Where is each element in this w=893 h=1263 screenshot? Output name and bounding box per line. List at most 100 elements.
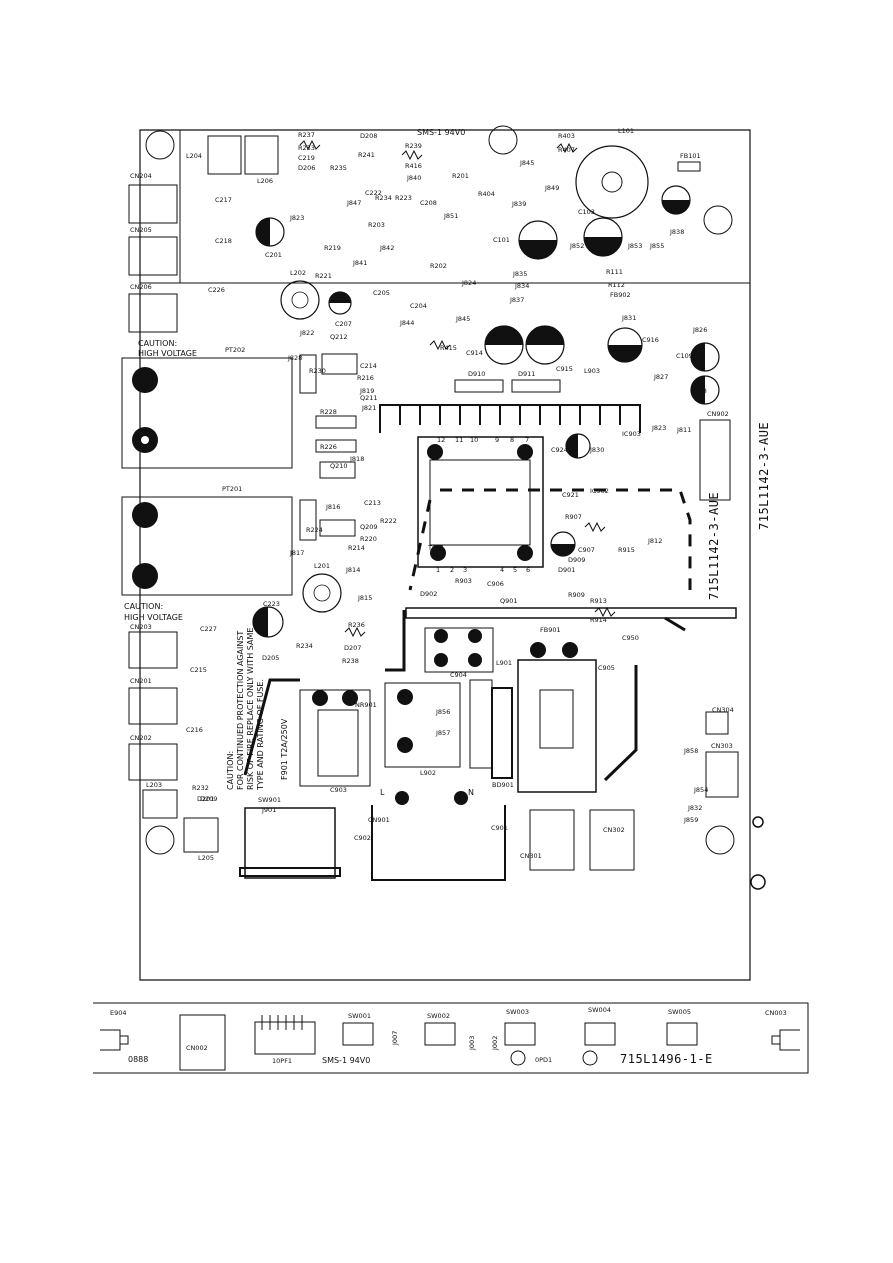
refdes-label: R404	[478, 190, 495, 198]
refdes-label: CN303	[711, 742, 733, 750]
connector-cn302	[589, 809, 635, 871]
refdes-label: C207	[335, 320, 352, 328]
connector-cn204	[128, 184, 178, 224]
refdes-label: R239	[405, 142, 422, 150]
refdes-label: IC903	[622, 430, 641, 438]
refdes-label: D206	[298, 164, 315, 172]
refdes-label: CN902	[707, 410, 729, 418]
refdes-label: J824	[461, 279, 476, 287]
ac-label-n: N	[468, 788, 474, 797]
keyboard-label: E904	[110, 1009, 127, 1017]
refdes-label: C216	[186, 726, 203, 734]
caution-label: CAUTION:	[124, 602, 163, 611]
caution-label: HIGH VOLTAGE	[124, 613, 183, 622]
refdes-label: C903	[330, 786, 347, 794]
refdes-label: R219	[324, 244, 341, 252]
refdes-label: SW901	[258, 796, 281, 804]
refdes-label: BD901	[492, 781, 514, 789]
keyboard-label: CN003	[765, 1009, 787, 1017]
refdes-label: C108	[690, 387, 707, 395]
refdes-label: IC902	[590, 487, 609, 495]
refdes-label: C924	[551, 446, 568, 454]
refdes-label: D209	[200, 795, 217, 803]
connector-cn202	[128, 743, 178, 781]
refdes-label: D208	[360, 132, 377, 140]
refdes-label: PT202	[225, 346, 245, 354]
refdes-label: J859	[683, 816, 698, 824]
connector-cn902	[699, 419, 731, 501]
refdes-label: J819	[359, 387, 374, 395]
refdes-label: C906	[487, 580, 504, 588]
refdes-label: J855	[649, 242, 664, 250]
refdes-label: R230	[309, 367, 326, 375]
refdes-label: C215	[190, 666, 207, 674]
caution-fuse: TYPE AND RATING OF FUSE.	[256, 679, 265, 791]
refdes-label: C915	[556, 365, 573, 373]
ac-label-l: L	[380, 788, 385, 797]
led	[510, 1050, 526, 1066]
capacitor-c924	[565, 433, 591, 459]
refdes-label: R238	[342, 657, 359, 665]
refdes-label: J823	[289, 214, 304, 222]
refdes-label: C950	[622, 634, 639, 642]
pin-label: 5	[513, 566, 517, 574]
refdes-label: FB101	[680, 152, 701, 160]
refdes-label: J821	[361, 404, 376, 412]
refdes-label: L204	[186, 152, 202, 160]
refdes-label: CN301	[520, 852, 542, 860]
choke-l901	[424, 627, 494, 673]
refdes-label: C219	[298, 154, 315, 162]
refdes-label: J818	[349, 455, 364, 463]
part-number: 715L1142-3-AUE	[757, 422, 771, 530]
refdes-label: J815	[357, 594, 372, 602]
refdes-label: CN304	[712, 706, 734, 714]
caution-label: HIGH VOLTAGE	[138, 349, 197, 358]
pin-label: 4	[500, 566, 504, 574]
refdes-label: R236	[348, 621, 365, 629]
refdes-label: D911	[518, 370, 535, 378]
keyboard-label: SW002	[427, 1012, 450, 1020]
refdes-label: CN203	[130, 623, 152, 631]
refdes-label: R232	[192, 784, 209, 792]
capacitor-cap-top-right	[661, 185, 691, 215]
refdes-label: J811	[676, 426, 691, 434]
connector-cn901	[371, 791, 506, 881]
mounting-hole	[582, 1050, 598, 1066]
mounting-hole	[488, 125, 518, 155]
key-switch-sw004	[584, 1022, 616, 1046]
refdes-label: R416	[405, 162, 422, 170]
refdes-label: J858	[683, 747, 698, 755]
refdes-label: J812	[647, 537, 662, 545]
refdes-label: D902	[420, 590, 437, 598]
refdes-label: R235	[330, 164, 347, 172]
main-board	[121, 125, 766, 981]
switch-sw901	[244, 807, 336, 879]
refdes-label: J841	[352, 259, 367, 267]
refdes-label: J849	[544, 184, 559, 192]
refdes-label: R903	[455, 577, 472, 585]
refdes-label: J826	[692, 326, 707, 334]
capacitor-c907	[550, 531, 576, 557]
refdes-label: R202	[430, 262, 447, 270]
capacitor-c914	[484, 325, 524, 365]
refdes-label: C907	[578, 546, 595, 554]
refdes-label: C208	[420, 199, 437, 207]
refdes-label: C205	[373, 289, 390, 297]
keyboard-label: SW004	[588, 1006, 611, 1014]
refdes-label: CN202	[130, 734, 152, 742]
refdes-label: C201	[265, 251, 282, 259]
inductor-l101	[575, 145, 649, 219]
connector-cn304	[705, 711, 729, 735]
transformer-pt202	[121, 357, 293, 469]
refdes-label: J834	[514, 282, 529, 290]
refdes-label: PT201	[222, 485, 242, 493]
connector-cn303	[705, 751, 739, 798]
refdes-label: CN205	[130, 226, 152, 234]
refdes-label: J853	[627, 242, 642, 250]
pin-label: 7	[525, 436, 529, 444]
refdes-label: J817	[289, 549, 304, 557]
caution-fuse: CAUTION:	[226, 751, 235, 790]
pin-label: 10	[470, 436, 478, 444]
main-board-text: CAUTION: HIGH VOLTAGE CAUTION: HIGH VOLT…	[124, 127, 771, 862]
